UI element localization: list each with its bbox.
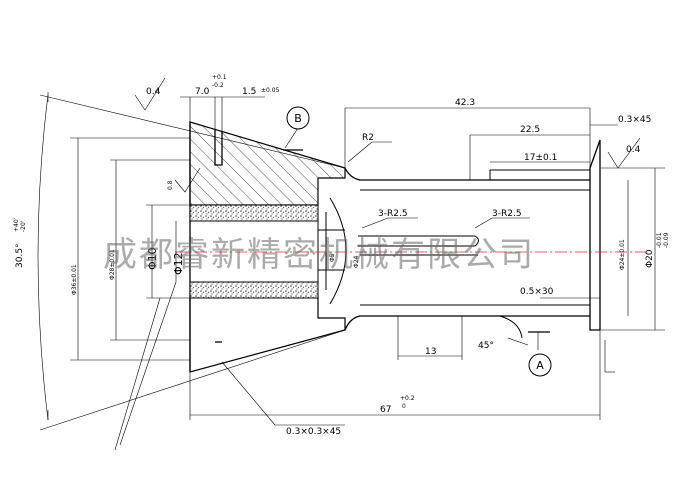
slot-label: 0.5×30 (520, 287, 554, 297)
upper-hatched-section (189, 121, 346, 206)
dim-bore24-label: Φ24 (353, 255, 360, 268)
top-dimensions (180, 96, 601, 420)
datum-a: A (528, 331, 552, 377)
roughness-symbols (134, 77, 641, 193)
dim-15-tol: ±0.05 (261, 87, 280, 94)
dim-od28-label: Φ28±0.01 (109, 249, 116, 280)
dim-17-label: 17±0.1 (524, 153, 557, 163)
right-dimensions (590, 124, 665, 373)
dim-bore-label: Φ5 (329, 253, 336, 262)
lower-hatched-section (189, 295, 346, 373)
dim-423-label: 42.3 (455, 98, 475, 108)
dim-od24-label: Φ24±0.01 (619, 239, 626, 270)
dim-13-label: 13 (425, 347, 436, 357)
dim-7-tol-upper: +0.1 (212, 74, 227, 81)
grained-bushing (189, 197, 347, 305)
dim-225-label: 22.5 (520, 125, 540, 135)
rough-top-left-label: 0.4 (146, 87, 161, 97)
radius-a-label: 3-R2.5 (378, 209, 408, 219)
leaders (114, 124, 539, 451)
dim-7-label: 7.0 (195, 87, 210, 97)
chamfer-right-label: 0.3×45 (618, 115, 651, 125)
dim-id12-label: Φ12 (172, 252, 185, 275)
rough-right-label: 0.4 (626, 145, 641, 155)
dim-id10-label: Φ10 (146, 247, 159, 270)
angle-45-label: 45° (478, 341, 494, 351)
dimension-labels: 30.5° +40' -20' 0.4 7.0 +0.1 -0.2 1.5 ±0… (13, 74, 670, 437)
angle-tol-upper: +40' (13, 217, 20, 232)
callout-a-label: A (536, 359, 544, 372)
taper-extension (37, 92, 346, 431)
dim-15-label: 1.5 (242, 87, 256, 97)
rough-face-label: 0.8 (167, 180, 174, 190)
dim-od20-label: Φ20 (645, 249, 655, 268)
dim-67-label: 67 (380, 405, 391, 415)
radius-r2-label: R2 (362, 133, 374, 143)
dim-od36-label: Φ36±0.01 (71, 264, 78, 295)
callout-b-label: B (294, 112, 302, 125)
dim-67-tol-lower: 0 (402, 403, 406, 410)
dim-od20-tol-lower: -0.09 (663, 232, 670, 248)
chamfer-bottom-label: 0.3×0.3×45 (286, 427, 341, 437)
angle-total-label: 30.5° (15, 243, 25, 268)
watermark-text: 成都睿新精密机械有限公司 (103, 235, 535, 275)
datum-b: B (283, 106, 310, 151)
angle-tol-lower: -20' (20, 220, 27, 232)
radius-b-label: 3-R2.5 (492, 209, 522, 219)
part-outline (189, 121, 601, 373)
dim-od20-tol-upper: -0.01 (656, 232, 663, 248)
dim-67-tol-upper: +0.2 (400, 395, 415, 402)
left-dimensions (70, 137, 190, 446)
dim-7-tol-lower: -0.2 (212, 82, 224, 89)
